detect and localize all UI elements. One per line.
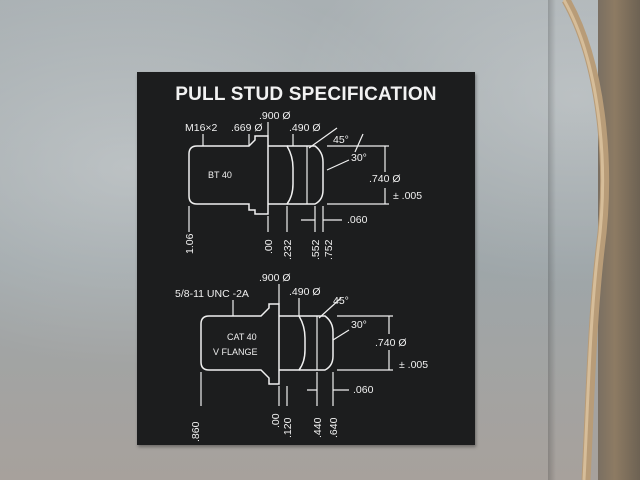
bt40-len-552: .552 [310,239,322,260]
bt40-stud-outline [188,135,269,215]
cat40-stud-outline [200,303,280,385]
bt40-angle-arrow [354,133,364,153]
bt40-dia669-label: .669 Ø [231,122,263,134]
cat40-tol-label: ± .005 [399,359,428,371]
cat40-head [299,315,334,371]
spec-plate: PULL STUD SPECIFICATION BT 40 M16×2 .669… [137,72,475,445]
cat40-dia900-label: .900 Ø [259,272,291,284]
plate-title: PULL STUD SPECIFICATION [175,84,437,105]
cabinet-panel-edge [548,0,556,480]
bt40-dia490-label: .490 Ø [289,122,321,134]
cat40-thread-label: 5/8-11 UNC -2A [175,288,249,300]
cat40-angle-line [318,297,342,319]
cat40-body-label-2: V FLANGE [213,347,258,357]
bt40-len-106: 1.06 [184,233,196,254]
bt40-dim060-label: .060 [347,214,368,226]
cat40-30-line [332,329,350,341]
bt40-30-line [326,159,350,171]
bt40-len-752: .752 [323,239,335,260]
cat40-len-00: .00 [270,413,282,428]
bt40-dia900-label: .900 Ø [259,110,291,122]
bt40-tol-label: ± .005 [393,190,422,202]
cat40-dia740-label: .740 Ø [375,337,407,349]
cat40-len-440: .440 [312,417,324,438]
cat40-dim060-label: .060 [353,384,374,396]
cat40-neck [279,315,306,371]
bt40-len-232: .232 [282,239,294,260]
pull-stud-drawings: BT 40 M16×2 .669 Ø .900 Ø .490 Ø 45° 30°… [175,110,428,442]
cat40-body-label-1: CAT 40 [227,332,257,342]
cat40-len-860: .860 [190,421,202,442]
bt40-dia740-label: .740 Ø [369,173,401,185]
bt40-body-label: BT 40 [208,170,232,180]
bt40-angle-line [308,127,338,149]
bt40-angle30-label: 30° [351,152,367,164]
cat40-diagram: CAT 40 V FLANGE 5/8-11 UNC -2A .900 Ø .4… [175,272,428,442]
cat40-angle30-label: 30° [351,319,367,331]
bt40-neck [268,145,294,205]
cat40-dia490-label: .490 Ø [289,286,321,298]
bt40-angle45-label: 45° [333,134,349,146]
bt40-diagram: BT 40 M16×2 .669 Ø .900 Ø .490 Ø 45° 30°… [184,110,422,260]
cat40-len-120: .120 [282,417,294,438]
bt40-head [287,145,324,205]
bt40-len-00: .00 [263,239,275,254]
bt40-thread-label: M16×2 [185,122,218,134]
cat40-len-640: .640 [328,417,340,438]
cat40-angle45-label: 45° [333,295,349,307]
